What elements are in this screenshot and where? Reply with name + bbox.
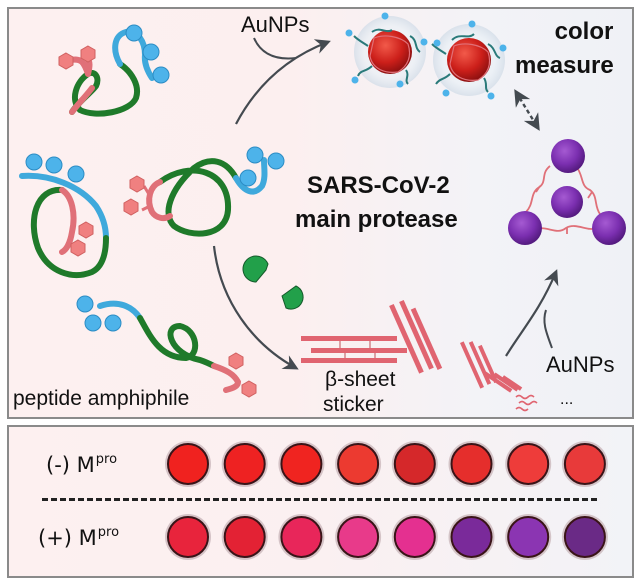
- row-label-with-mpro: (+) Mpro: [38, 525, 119, 550]
- beta-sheet-stack: [301, 336, 407, 363]
- arrow-to-aunps: [235, 39, 331, 125]
- aromatic-ring-icon: [70, 221, 94, 257]
- assay-well: [507, 516, 550, 558]
- assay-well: [223, 443, 266, 485]
- row-label-prefix: (-) M: [46, 453, 95, 477]
- assay-well: [563, 516, 606, 558]
- aromatic-ring-icon: [228, 352, 257, 398]
- assay-wells: [165, 441, 608, 560]
- enzyme-label-line2: main protease: [295, 206, 458, 233]
- assay-well: [563, 443, 606, 485]
- aromatic-ring-icon: [58, 45, 96, 70]
- gold-nanoparticle-icon: [345, 12, 428, 88]
- aunps-merge-curve: [253, 37, 297, 60]
- row-label-without-mpro: (-) Mpro: [46, 452, 117, 477]
- assay-well: [167, 516, 209, 558]
- charge-bead-icon: [125, 24, 170, 84]
- peptide-amphiphile-label: peptide amphiphile: [13, 387, 190, 410]
- aunps-label-top: AuNPs: [241, 12, 310, 37]
- color-measure-label-line2: measure: [515, 52, 614, 79]
- beta-sheet-label-line1: β-sheet: [325, 368, 396, 391]
- assay-well: [280, 443, 323, 485]
- assay-well: [223, 516, 266, 558]
- assay-well: [393, 516, 436, 558]
- assay-well: [450, 516, 493, 558]
- charge-bead-icon: [25, 153, 85, 183]
- gold-nanoparticle-icon: [431, 20, 507, 100]
- protease-icon: [242, 255, 304, 310]
- charge-bead-icon: [239, 146, 285, 187]
- aunps-label-bottom: AuNPs: [546, 352, 615, 377]
- row-label-superscript: pro: [95, 452, 118, 467]
- assay-well: [393, 443, 436, 485]
- aggregated-nanoparticle-icon: [508, 139, 626, 245]
- row-divider: [42, 498, 597, 501]
- peptide-molecule-2: [19, 172, 109, 278]
- charge-bead-icon: [76, 295, 122, 332]
- arrow-to-sticker: [212, 245, 299, 370]
- unfolded-fragments: [515, 394, 538, 412]
- assay-well: [507, 443, 550, 485]
- arrow-to-aggregate: [505, 269, 559, 357]
- assay-well: [450, 443, 493, 485]
- row-label-superscript: pro: [97, 525, 120, 540]
- assay-well: [167, 443, 209, 485]
- aromatic-ring-icon: [123, 175, 145, 216]
- ellipsis-label: ...: [560, 391, 574, 408]
- assay-well: [280, 516, 323, 558]
- beta-sheet-label-line2: sticker: [323, 393, 384, 416]
- aunps-merge-curve-2: [543, 309, 553, 349]
- enzyme-label-line1: SARS-CoV-2: [307, 172, 450, 199]
- assay-well: [337, 516, 380, 558]
- row-label-prefix: (+) M: [38, 526, 97, 550]
- peptide-molecule-3: [141, 157, 268, 237]
- peptide-molecule-4: [97, 300, 242, 393]
- assay-well: [337, 443, 380, 485]
- beta-sheet-fiber: [389, 299, 523, 393]
- peptide-molecule-1: [67, 28, 155, 117]
- double-arrow-icon: [514, 89, 540, 131]
- color-measure-label-line1: color: [554, 18, 614, 45]
